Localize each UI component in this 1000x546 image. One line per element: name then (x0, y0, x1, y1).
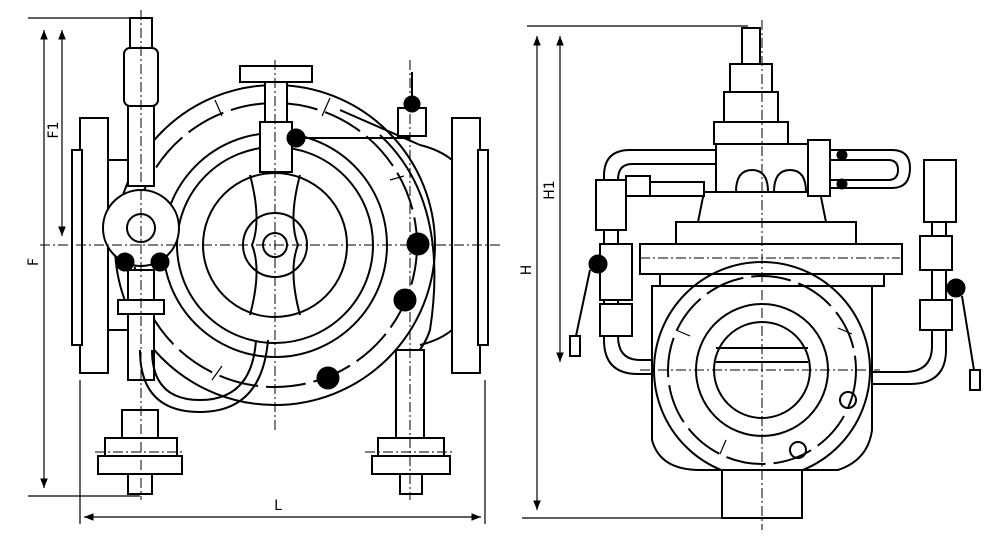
side-pilot-top (741, 27, 761, 65)
side-view: H H1 (519, 20, 981, 530)
right-foot (377, 437, 445, 457)
side-right-gauge (923, 159, 957, 223)
body-plug (406, 232, 430, 256)
side-main-flange (639, 243, 903, 275)
label-F: F (26, 258, 42, 266)
body-plug (316, 366, 340, 390)
side-cover-flange (675, 221, 857, 245)
label-L: L (274, 498, 282, 514)
front-view: F F1 L (26, 10, 500, 524)
side-loop-tube (830, 149, 912, 189)
label-H: H (519, 265, 535, 276)
top-cap (239, 65, 313, 83)
body-plug (393, 288, 417, 312)
label-H1: H1 (542, 180, 558, 199)
label-F1: F1 (46, 122, 62, 139)
